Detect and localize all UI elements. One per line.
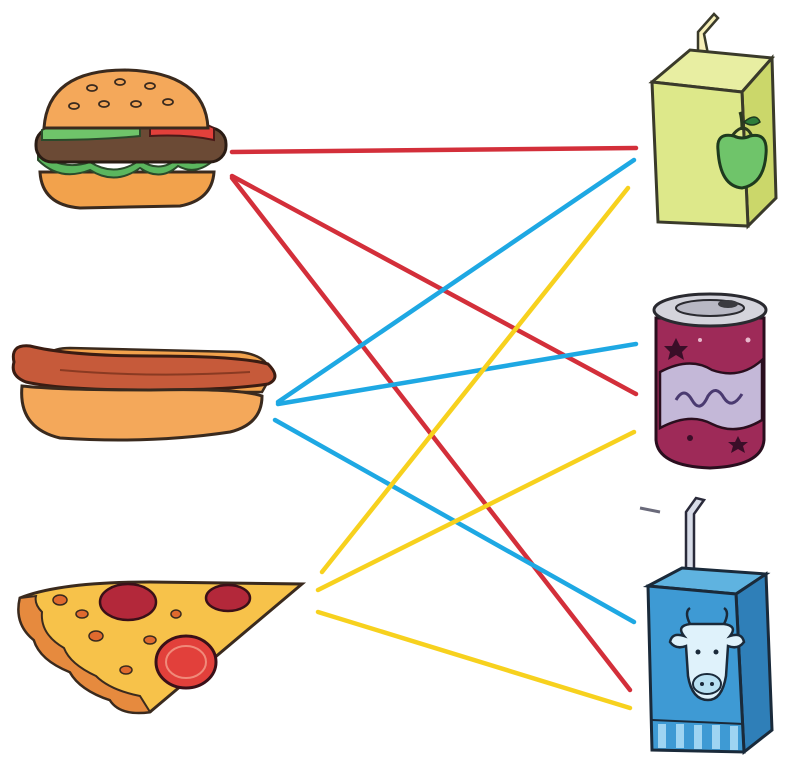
connection-burger-to-apple-juice xyxy=(232,148,636,152)
connection-pizza-to-soda xyxy=(318,432,634,590)
apple-juice-box-icon xyxy=(652,14,776,226)
burger-icon xyxy=(36,70,226,208)
milk-carton-icon xyxy=(640,498,772,752)
connection-hotdog-to-soda xyxy=(278,344,636,404)
connection-burger-to-soda xyxy=(232,176,636,394)
soda-can-icon xyxy=(654,294,766,468)
connection-pizza-to-apple-juice xyxy=(322,188,628,572)
connection-lines xyxy=(232,148,636,708)
hotdog-icon xyxy=(13,346,275,440)
pizza-slice-icon xyxy=(19,582,302,713)
